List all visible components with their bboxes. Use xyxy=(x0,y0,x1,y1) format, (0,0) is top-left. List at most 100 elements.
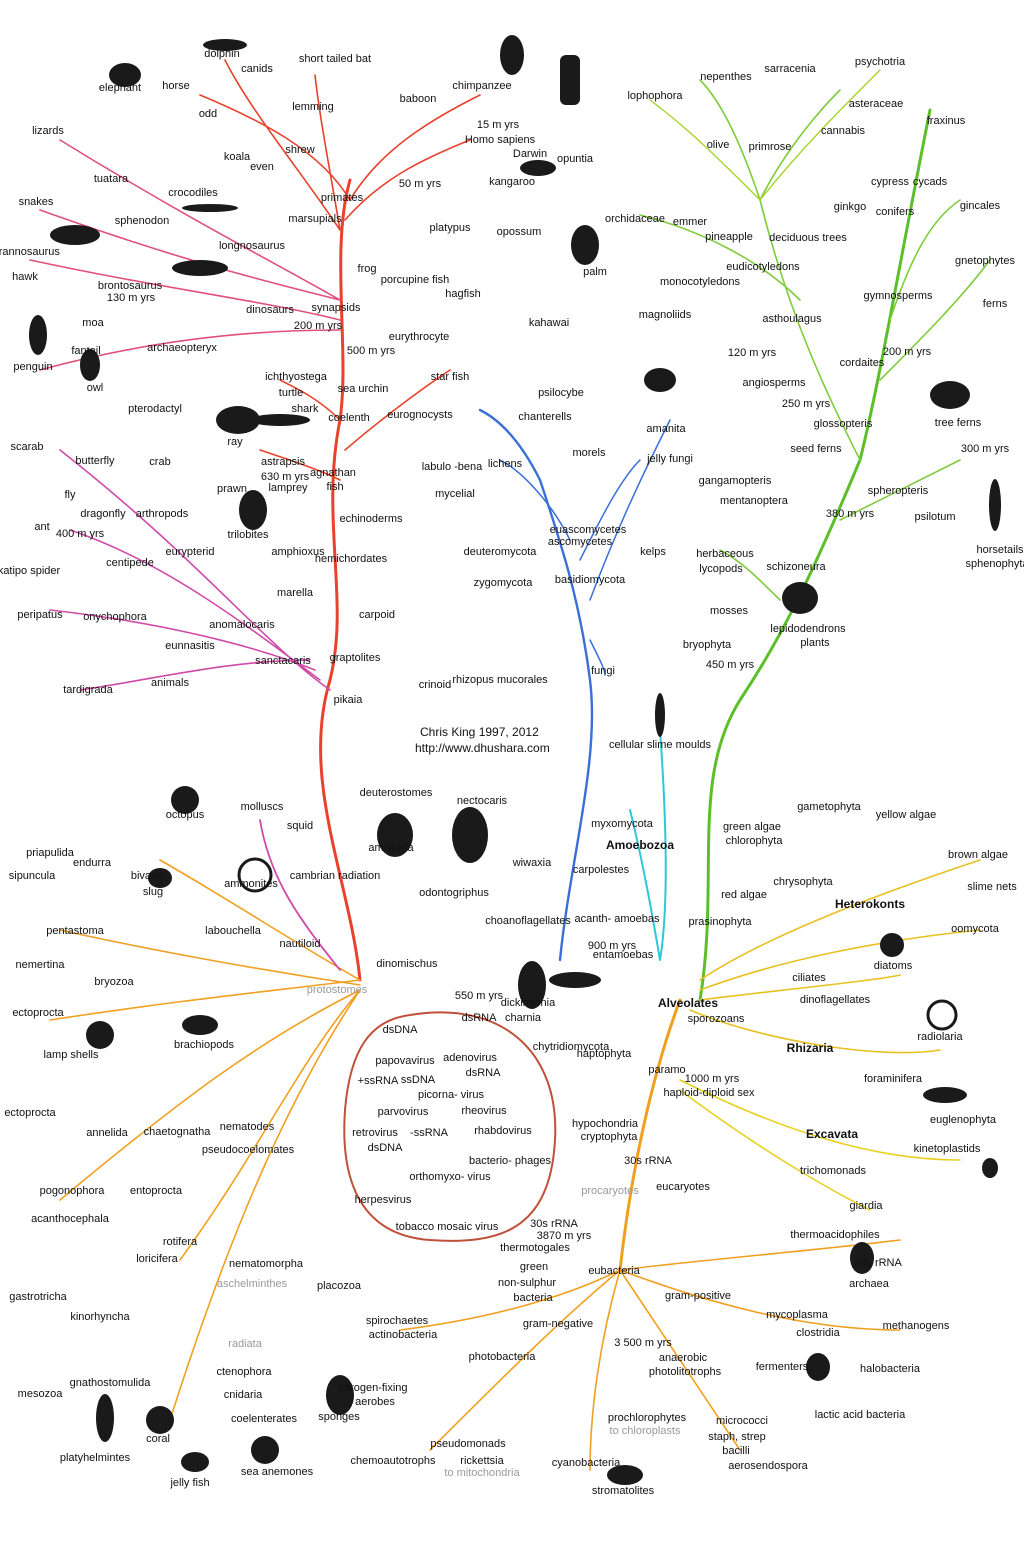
label-clostridia: clostridia xyxy=(796,1327,840,1339)
label-choanoflagellates: choanoflagellates xyxy=(485,915,571,927)
palm-icon xyxy=(571,225,599,265)
label-actinobacteria: actinobacteria xyxy=(369,1329,438,1341)
archaea-icon xyxy=(850,1242,874,1274)
label-moa: moa xyxy=(82,317,104,329)
label-canids: canids xyxy=(241,63,273,75)
label-turtle: turtle xyxy=(279,387,303,399)
label-ginkgo: ginkgo xyxy=(834,201,866,213)
label-lactic-acid-bacteria: lactic acid bacteria xyxy=(815,1409,906,1421)
label-monocotyledons: monocotyledons xyxy=(660,276,741,288)
label-bacilli: bacilli xyxy=(722,1445,750,1457)
label-900-m-yrs: 900 m yrs xyxy=(588,940,637,952)
label-dinoflagellates: dinoflagellates xyxy=(800,994,871,1006)
label-slime-nets: slime nets xyxy=(967,881,1017,893)
label-brachiopods: brachiopods xyxy=(174,1039,234,1051)
label-butterfly: butterfly xyxy=(75,455,115,467)
label-tyrannosaurus: tyrannosaurus xyxy=(0,246,60,258)
sponge-icon xyxy=(326,1375,354,1415)
label-horsetails: horsetails xyxy=(976,544,1024,556)
label-dsrna-2: dsRNA xyxy=(466,1067,502,1079)
label-630-m-yrs: 630 m yrs xyxy=(261,471,310,483)
label-120-m-yrs: 120 m yrs xyxy=(728,347,777,359)
fish-branches xyxy=(259,369,451,481)
label-bacteriophages: bacterio- phages xyxy=(469,1155,551,1167)
label-marsupials: marsupials xyxy=(288,213,342,225)
label-brown-algae: brown algae xyxy=(948,849,1008,861)
label-lamp-shells: lamp shells xyxy=(43,1049,99,1061)
fungi-trunk xyxy=(478,408,594,962)
animal-trunk xyxy=(319,178,362,982)
label-heterokonts: Heterokonts xyxy=(835,897,905,911)
label-echinoderms: echinoderms xyxy=(340,513,403,525)
label-plants: plants xyxy=(800,637,830,649)
label-baboon: baboon xyxy=(400,93,437,105)
octopus-icon xyxy=(171,786,199,814)
label-radiata: radiata xyxy=(228,1338,263,1350)
label-380-m-yrs: 380 m yrs xyxy=(826,508,875,520)
label-3500-m-yrs: 3 500 m yrs xyxy=(614,1337,672,1349)
label-labulo-bena: labulo -bena xyxy=(422,461,483,473)
label-aschelminthes: aschelminthes xyxy=(217,1278,288,1290)
label-platyhelmintes: platyhelmintes xyxy=(60,1452,131,1464)
protist-branches xyxy=(629,729,667,961)
homo-sapiens-icon xyxy=(560,55,580,105)
label-sporozoans: sporozoans xyxy=(688,1013,745,1025)
label-dragonfly: dragonfly xyxy=(80,508,126,520)
protostome-branches xyxy=(259,819,341,971)
label-archaeopteryx: archaeopteryx xyxy=(147,342,217,354)
label-entamoebas: entamoebas xyxy=(593,949,654,961)
label-mosses: mosses xyxy=(710,605,748,617)
ray-icon xyxy=(216,406,260,434)
excavata-branches xyxy=(679,1079,961,1211)
label-450-m-yrs: 450 m yrs xyxy=(706,659,755,671)
label-parvovirus: parvovirus xyxy=(378,1106,429,1118)
halobacteria-icon xyxy=(806,1353,830,1381)
owl-icon xyxy=(80,349,100,381)
label-koala: koala xyxy=(224,151,251,163)
tree-branches xyxy=(29,59,991,1471)
label-bryophyta: bryophyta xyxy=(683,639,732,651)
lamp-shell-icon xyxy=(86,1021,114,1049)
label-yellow-algae: yellow algae xyxy=(876,809,937,821)
label-ssrna: +ssRNA xyxy=(358,1075,399,1087)
label-kelps: kelps xyxy=(640,546,666,558)
label-eurypterid: eurypterid xyxy=(166,546,215,558)
label-amanita: amanita xyxy=(646,423,686,435)
anomalocaris-icon xyxy=(377,813,413,857)
brontosaurus-icon xyxy=(172,260,228,276)
credit-block: Chris King 1997, 2012 http://www.dhushar… xyxy=(415,725,550,755)
label-katipo-spider: katipo spider xyxy=(0,565,61,577)
label-diatoms: diatoms xyxy=(874,960,913,972)
label-picornavirus: picorna- virus xyxy=(418,1089,485,1101)
label-ctenophora: ctenophora xyxy=(216,1366,272,1378)
label-opossum: opossum xyxy=(497,226,542,238)
tree-fern-icon xyxy=(930,381,970,409)
label-oomycota: oomycota xyxy=(951,923,1000,935)
label-pseudomonads: pseudomonads xyxy=(430,1438,506,1450)
label-acanthocephala: acanthocephala xyxy=(31,1213,110,1225)
label-psilotum: psilotum xyxy=(915,511,956,523)
label-ant: ant xyxy=(34,521,49,533)
label-pentastoma: pentastoma xyxy=(46,925,104,937)
label-paramo: paramo xyxy=(648,1064,685,1076)
horsetail-icon xyxy=(989,479,1001,531)
label-spheropteris: spheropteris xyxy=(868,485,929,497)
label-jelly-fungi: jelly fungi xyxy=(646,453,693,465)
label-anaerobic: anaerobic xyxy=(659,1352,708,1364)
label-snakes: snakes xyxy=(19,196,54,208)
label-cambrian-radiation: cambrian radiation xyxy=(290,870,381,882)
label-crinoid: crinoid xyxy=(419,679,451,691)
label-prasinophyta: prasinophyta xyxy=(689,916,753,928)
label-darwin: Darwin xyxy=(513,148,547,160)
label-30s-rrna-3: 30s rRNA xyxy=(854,1257,902,1269)
kinetoplastid-icon xyxy=(982,1158,998,1178)
label-1000-m-yrs: 1000 m yrs xyxy=(685,1073,740,1085)
label-cellular-slime-moulds: cellular slime moulds xyxy=(609,739,712,751)
label-tuatara: tuatara xyxy=(94,173,129,185)
label-chytridiomycota: chytridiomycota xyxy=(533,1041,610,1053)
lower-animal-branches xyxy=(49,859,361,1421)
label-sponges: sponges xyxy=(318,1411,360,1423)
label-pseudocoelomates: pseudocoelomates xyxy=(202,1144,295,1156)
label-herbaceous-lycopods: herbaceous xyxy=(696,548,754,560)
label-rhizaria: Rhizaria xyxy=(787,1041,834,1055)
